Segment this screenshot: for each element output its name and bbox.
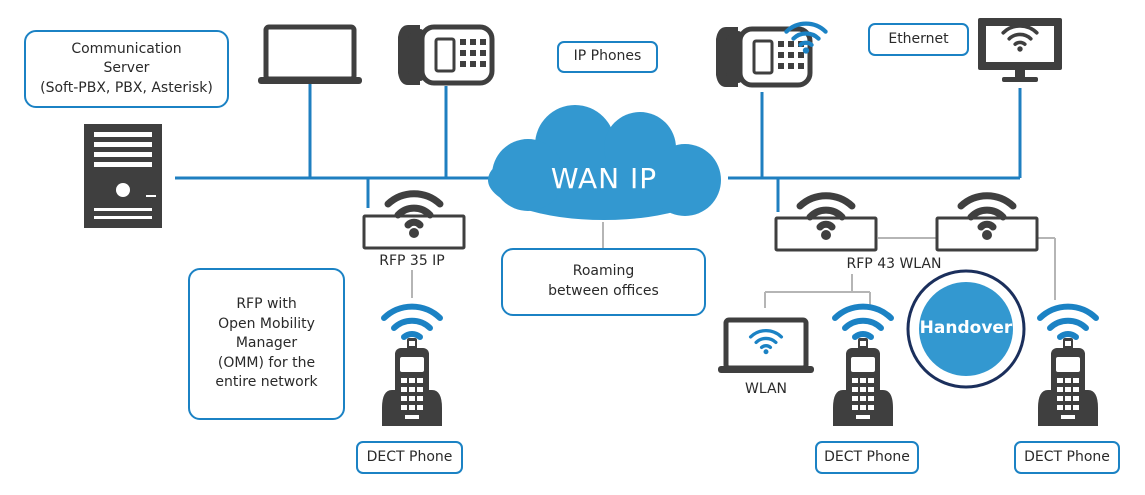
- ethernet-label: Ethernet: [888, 30, 949, 47]
- roaming-box: Roaming between offices: [501, 248, 706, 316]
- omm-note-line-3: Manager: [235, 335, 298, 352]
- omm-note-box: RFP with Open Mobility Manager (OMM) for…: [188, 268, 345, 420]
- roaming-line-2: between offices: [548, 283, 659, 299]
- wan-ip-label: WAN IP: [550, 162, 658, 195]
- dect-phone-box-3: DECT Phone: [1014, 441, 1120, 474]
- dect-handset-icon: [833, 307, 893, 426]
- dect-phone-label: DECT Phone: [366, 448, 453, 465]
- omm-note-line-2: Open Mobility: [218, 315, 315, 332]
- access-point-icon: [364, 194, 464, 248]
- dect-phone-label: DECT Phone: [1024, 448, 1110, 465]
- omm-note-line-5: entire network: [215, 374, 318, 391]
- gray-connectors: [411, 222, 1056, 308]
- wifi-monitor-icon: [978, 18, 1062, 82]
- ip-phones-label: IP Phones: [573, 48, 642, 65]
- dect-phone-box-2: DECT Phone: [815, 441, 919, 474]
- omm-note-line-1: RFP with: [236, 296, 297, 313]
- ip-phones-box: IP Phones: [557, 41, 658, 73]
- dect-handset-icon: [1038, 307, 1098, 426]
- laptop-icon: [258, 24, 362, 84]
- wlan-label: WLAN: [744, 381, 787, 397]
- dect-phone-label: DECT Phone: [824, 448, 910, 465]
- wifi-desk-phone-icon: [716, 24, 826, 87]
- handover-badge: [906, 269, 1026, 389]
- handover-label: Handover: [919, 318, 1013, 338]
- rfp43-label: RFP 43 WLAN: [846, 256, 942, 272]
- omm-note-line-4: (OMM) for the: [217, 354, 316, 371]
- communication-server-box: Communication Server (Soft-PBX, PBX, Ast…: [24, 30, 229, 108]
- communication-server-line-1: Communication: [71, 40, 182, 57]
- rfp35-label: RFP 35 IP: [379, 253, 445, 269]
- access-point-icon: [937, 196, 1037, 250]
- communication-server-line-2: Server: [103, 60, 150, 77]
- network-lines: [175, 84, 1022, 212]
- roaming-line-1: Roaming: [572, 263, 635, 280]
- dect-handset-icon: [382, 307, 442, 426]
- access-point-icon: [776, 196, 876, 250]
- server-icon: [84, 124, 162, 228]
- ethernet-box: Ethernet: [868, 23, 969, 56]
- cloud-icon: [488, 105, 721, 220]
- wifi-laptop-icon: [718, 317, 814, 373]
- desk-phone-icon: [398, 25, 492, 85]
- dect-phone-box-1: DECT Phone: [356, 441, 463, 474]
- communication-server-line-3: (Soft-PBX, PBX, Asterisk): [40, 79, 213, 96]
